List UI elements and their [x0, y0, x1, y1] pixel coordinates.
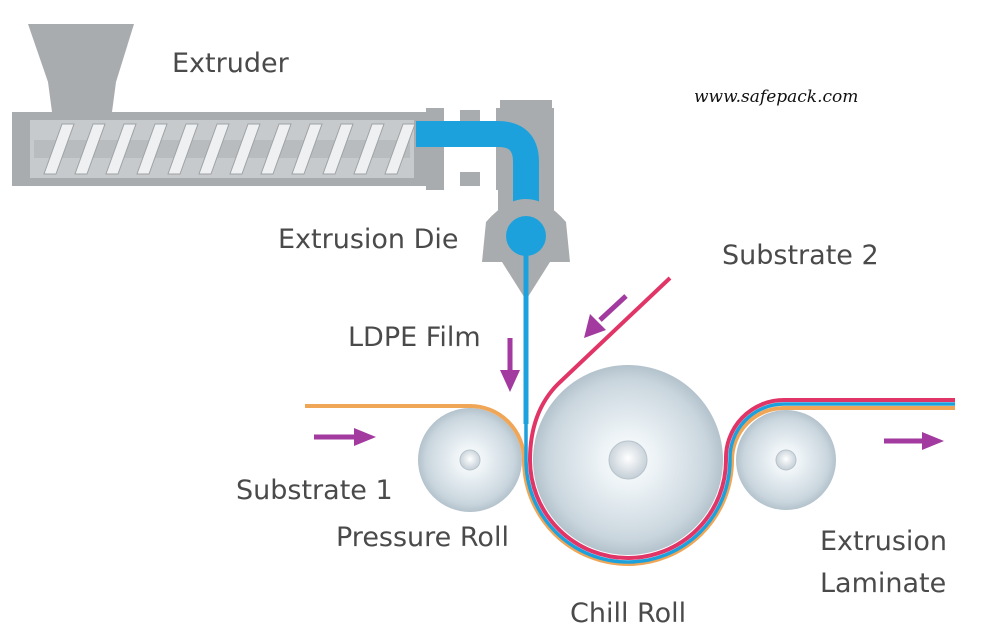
hopper — [28, 24, 134, 112]
exit-roll-hub — [775, 449, 797, 471]
pressure-roll-hub — [459, 449, 481, 471]
die-chamber — [506, 216, 546, 256]
flange-bolt-bottom — [460, 172, 480, 186]
label-extruder: Extruder — [172, 48, 290, 79]
extruder — [12, 24, 554, 210]
substrate-2-web — [527, 276, 955, 560]
website-watermark: www.safepack.com — [694, 87, 858, 107]
screw-flight — [136, 123, 168, 175]
label-extrusion-laminate-2: Laminate — [820, 568, 946, 599]
label-extrusion-laminate-1: Extrusion — [820, 526, 947, 557]
screw-flight — [74, 123, 106, 175]
label-chill-roll: Chill Roll — [570, 598, 686, 629]
screw-flight — [291, 123, 323, 175]
ldpe-film-web — [524, 402, 955, 564]
label-substrate-1: Substrate 1 — [236, 475, 393, 506]
screw-flight — [229, 123, 261, 175]
adapter-block — [500, 100, 552, 126]
screw-flight — [198, 123, 230, 175]
melt-channel — [416, 121, 539, 240]
extruder-screw — [34, 123, 416, 175]
screw-flight — [353, 123, 385, 175]
arrow-substrate-1 — [314, 428, 376, 446]
label-substrate-2: Substrate 2 — [722, 240, 879, 271]
pressure-roll — [418, 408, 522, 512]
screw-flight — [43, 123, 75, 175]
screw-flight — [105, 123, 137, 175]
screw-flight — [322, 123, 354, 175]
chill-roll-hub — [608, 440, 648, 480]
label-extrusion-die: Extrusion Die — [278, 224, 459, 255]
hopper-neck — [58, 100, 108, 114]
die-flange — [426, 108, 444, 190]
flange-bolt-top — [460, 110, 480, 124]
screw-flight — [384, 123, 416, 175]
chill-roll — [533, 365, 723, 555]
exit-roll — [736, 410, 836, 510]
arrow-ldpe-down — [500, 338, 520, 392]
label-pressure-roll: Pressure Roll — [336, 522, 509, 553]
screw-flight — [167, 123, 199, 175]
screw-flight — [260, 123, 292, 175]
arrow-substrate-2 — [584, 294, 628, 338]
label-ldpe-film: LDPE Film — [348, 322, 481, 353]
arrow-laminate-out — [884, 432, 944, 450]
substrate-1-web — [305, 404, 955, 566]
extrusion-die — [482, 199, 570, 300]
